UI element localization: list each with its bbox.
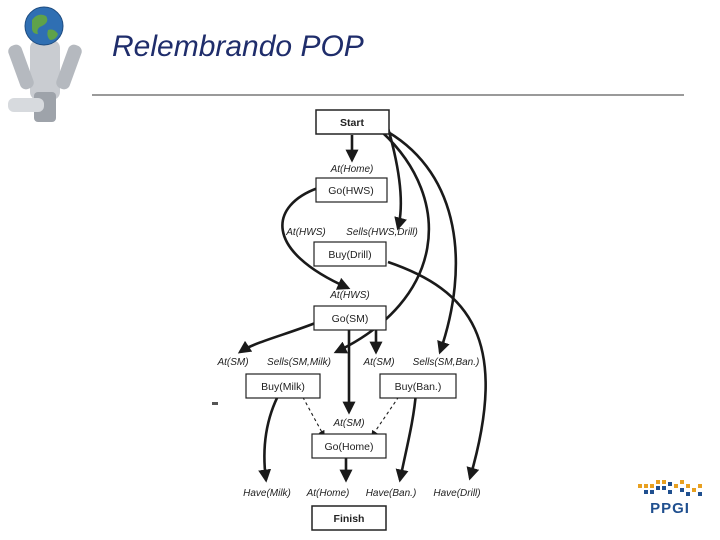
- order-buy-ban-to-go-home: [371, 391, 403, 438]
- link-buy-drill-to-have-drill: [387, 260, 487, 481]
- slide-title: Relembrando POP: [112, 30, 364, 63]
- node-buy-drill: Buy(Drill): [328, 249, 371, 261]
- cond-sells-hws-drill: Sells(HWS,Drill): [346, 227, 418, 238]
- order-buy-milk-to-go-home: [299, 391, 325, 438]
- cond-at-home: At(Home): [330, 164, 374, 175]
- node-buy-milk: Buy(Milk): [261, 381, 305, 393]
- cond-at-hws-1: At(HWS): [285, 227, 325, 238]
- cond-at-hws-2: At(HWS): [329, 290, 369, 301]
- cond-at-sm-milk: At(SM): [216, 357, 248, 368]
- stray-mark: [212, 402, 218, 405]
- cond-have-ban: Have(Ban.): [366, 488, 417, 499]
- title-divider: [92, 94, 684, 96]
- ppgi-dots-icon: [638, 480, 702, 496]
- robot-globe-logo: [8, 6, 82, 122]
- cond-at-home-final: At(Home): [306, 488, 350, 499]
- cond-at-sm-ban: At(SM): [362, 357, 394, 368]
- ppgi-logo: PPGI: [630, 478, 710, 534]
- cond-sells-sm-milk: Sells(SM,Milk): [267, 357, 331, 368]
- cond-have-drill: Have(Drill): [433, 488, 480, 499]
- cond-at-sm-home: At(SM): [332, 418, 364, 429]
- node-go-home: Go(Home): [324, 441, 373, 453]
- node-go-hws: Go(HWS): [328, 185, 374, 197]
- link-buy-milk-to-have-milk: [258, 391, 282, 483]
- node-start: Start: [340, 117, 364, 129]
- link-start-to-sells-sm-ban: [387, 130, 458, 355]
- cond-have-milk: Have(Milk): [243, 488, 291, 499]
- link-go-hws-to-at-hws-2: [281, 186, 351, 290]
- cond-sells-sm-ban: Sells(SM,Ban.): [413, 357, 480, 368]
- link-buy-ban-to-have-ban: [395, 391, 418, 483]
- link-go-sm-to-at-sm-milk: [237, 320, 319, 354]
- node-go-sm: Go(SM): [332, 313, 369, 325]
- ppgi-logo-text: PPGI: [650, 500, 690, 517]
- node-buy-ban: Buy(Ban.): [395, 381, 442, 393]
- node-finish: Finish: [334, 513, 365, 525]
